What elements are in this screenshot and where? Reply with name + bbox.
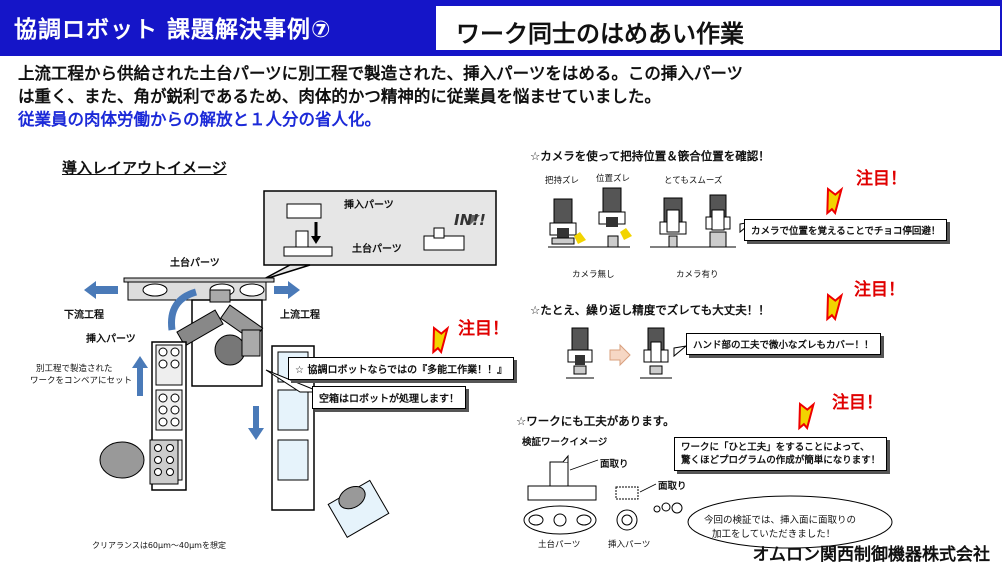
repeat-heading: ☆たとえ、繰り返し精度でズレても大丈夫！！ (530, 303, 770, 317)
attention-work: 注目！ (832, 393, 883, 413)
camera-callout: カメラで位置を覚えることでチョコ停回避！ (744, 219, 948, 241)
conveyor-note-1: 別工程で製造された (36, 364, 113, 374)
no-camera-label: カメラ無し (572, 270, 615, 280)
clearance-note: クリアランスは60μm～40μmを想定 (92, 541, 226, 550)
robot-arm (176, 289, 264, 366)
attention-arrow-work (798, 401, 816, 431)
upstream-label: 上流工程 (280, 310, 320, 321)
work-heading: ☆ワークにも工夫があります。 (516, 414, 675, 428)
intro-line-1: 上流工程から供給された土台パーツに別工程で製造された、挿入パーツをはめる。この挿… (18, 64, 744, 83)
camera-heading: ☆カメラを使って把持位置＆篏合位置を確認！ (530, 149, 770, 163)
attention-camera: 注目！ (856, 169, 907, 189)
downstream-arrow (84, 281, 118, 299)
conveyor-note-2: ワークをコンベアにセット (30, 376, 133, 386)
base-parts-label: 土台パーツ (170, 258, 220, 269)
work-callout: ワークに「ひと工夫」をすることによって、 驚くほどプログラムの作成が簡単になりま… (674, 437, 888, 471)
cloud-line-1: 今回の検証では、挿入面に面取りの (704, 515, 857, 526)
layout-title: 導入レイアウトイメージ (62, 159, 227, 177)
base-part-label: 土台パーツ (538, 540, 581, 550)
intro-line-2: は重く、また、角が鋭利であるため、肉体的かつ精神的に従業員を悩ませていました。 (18, 87, 661, 106)
attention-arrow-layout (432, 325, 450, 355)
label-pos-shift: 位置ズレ (596, 174, 631, 184)
insert-part-label: 挿入パーツ (608, 540, 651, 550)
operator (99, 439, 179, 485)
intro-goal: 従業員の肉体労働からの解放と１人分の省人化。 (18, 110, 381, 129)
zoom-in-text: IN!! (454, 211, 486, 229)
company-name: オムロン関西制御機器株式会社 (752, 545, 991, 565)
with-camera-label: カメラ有り (676, 270, 719, 280)
camera-figure (548, 187, 754, 248)
attention-repeat: 注目！ (854, 280, 905, 300)
down-arrow (248, 406, 264, 440)
note-cloud (653, 495, 893, 549)
intro-text: 上流工程から供給された土台パーツに別工程で製造された、挿入パーツをはめる。この挿… (18, 62, 993, 131)
transfer-arrow (168, 288, 198, 331)
zoom-bubble (261, 190, 497, 281)
work-callout-line-1: ワークに「ひと工夫」をすることによって、 (681, 442, 870, 453)
page-subtitle: ワーク同士のはめあい作業 (456, 20, 744, 48)
chamfer-label-1: 面取り (600, 459, 629, 470)
up-arrow (132, 356, 148, 396)
zoom-insert-label: 挿入パーツ (344, 200, 394, 211)
downstream-label: 下流工程 (64, 310, 104, 321)
work-callout-line-2: 驚くほどプログラムの作成が簡単になります！ (681, 455, 881, 466)
zoom-base-label: 土台パーツ (352, 244, 402, 255)
label-smooth: とてもスムーズ (664, 176, 723, 186)
repeat-figure (566, 327, 688, 379)
callout-pointer (265, 369, 321, 393)
cloud-line-2: 加工をしていただきました！ (712, 529, 836, 540)
work-sub: 検証ワークイメージ (522, 437, 608, 448)
upstream-conveyor (123, 277, 275, 301)
subtitle-box (434, 4, 1002, 52)
attention-layout: 注目！ (458, 319, 509, 339)
work-figure (523, 454, 657, 535)
operator-2 (327, 479, 390, 539)
multi-task-callout: ☆ 協調ロボットならではの『多能工作業！！』 (288, 357, 515, 380)
attention-arrow-camera (826, 186, 844, 216)
insert-parts-label: 挿入パーツ (86, 334, 136, 345)
chamfer-label-2: 面取り (658, 481, 687, 492)
repeat-callout: ハンド部の工夫で微小なズレもカバー！！ (686, 333, 881, 355)
label-grip-shift: 把持ズレ (545, 176, 580, 186)
upstream-arrow (274, 281, 300, 299)
empty-box-callout: 空箱はロボットが処理します！ (312, 386, 466, 409)
attention-arrow-repeat (826, 292, 844, 322)
page-title: 協調ロボット 課題解決事例⑦ (14, 17, 332, 43)
